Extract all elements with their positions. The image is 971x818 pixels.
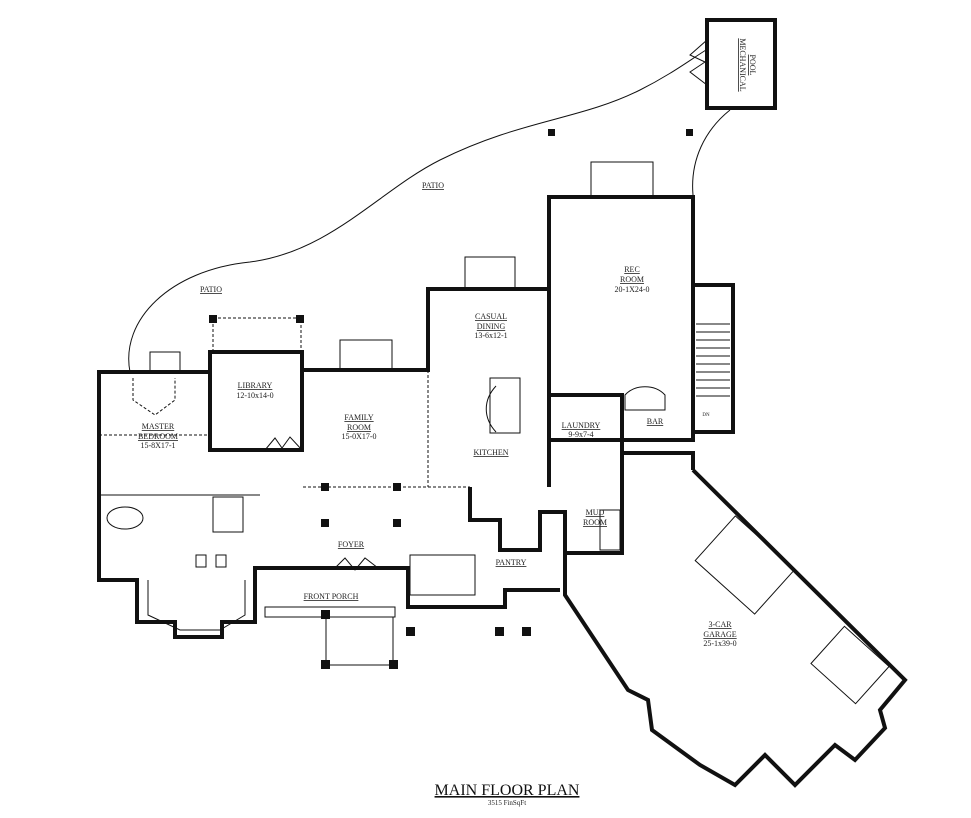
patio-upper-label: PATIO: [422, 181, 444, 190]
patio-lower-label: PATIO: [200, 285, 222, 294]
library-label: LIBRARY: [238, 381, 273, 390]
bay-window: [147, 580, 246, 631]
garage-car-bay-2: [810, 625, 890, 705]
dining-label-2: DINING: [477, 322, 506, 331]
dining-size: 13-6x12-1: [474, 331, 507, 340]
dining-label-1: CASUAL: [475, 312, 507, 321]
post: [321, 483, 329, 491]
pool-mechanical-door: [689, 39, 708, 86]
mud-label-2: ROOM: [583, 518, 607, 527]
toilet-2: [215, 554, 227, 568]
family-label-2: ROOM: [347, 423, 371, 432]
front-doors: [334, 557, 379, 571]
post: [321, 610, 330, 619]
library-size: 12-10x14-0: [236, 391, 273, 400]
foyer-label: FOYER: [338, 540, 365, 549]
rec-room-fireplace: [590, 161, 654, 198]
laundry-label: LAUNDRY: [562, 421, 601, 430]
laundry-walls: [549, 393, 624, 555]
patio-outline-right: [692, 109, 731, 196]
rec-label-2: ROOM: [620, 275, 644, 284]
basement-stair: [691, 283, 735, 434]
posts: [209, 129, 693, 669]
family-fireplace: [339, 339, 393, 371]
master-size: 15-8X17-1: [140, 441, 175, 450]
master-suite-walls: [97, 370, 303, 639]
kitchen-bar-curve: [485, 385, 497, 433]
pool-label: POOL: [748, 55, 757, 76]
post: [321, 519, 329, 527]
master-label-2: BEDROOM: [138, 432, 178, 441]
dining-window-seat: [464, 256, 516, 290]
post: [393, 483, 401, 491]
post: [495, 627, 504, 636]
library-doors: [264, 436, 303, 451]
pantry-label: PANTRY: [496, 558, 527, 567]
family-label-1: FAMILY: [344, 413, 373, 422]
master-label-1: MASTER: [142, 422, 175, 431]
pool-mechanical-walls: [705, 18, 777, 110]
library-walls: [208, 350, 304, 452]
garage-label-1: 3-CAR: [708, 620, 732, 629]
stair-treads: [696, 323, 730, 397]
mud-room-bench: [599, 509, 621, 551]
master-closet-dash: [132, 378, 176, 416]
mud-label-1: MUD: [586, 508, 605, 517]
bar-counter: [624, 386, 666, 411]
front-porch-label: FRONT PORCH: [304, 592, 359, 601]
kitchen-island: [489, 377, 521, 434]
toilet-1: [195, 554, 207, 568]
master-fireplace: [149, 351, 181, 373]
post: [389, 660, 398, 669]
library-porch: [212, 317, 302, 353]
post: [548, 129, 555, 136]
bar-label: BAR: [647, 417, 664, 426]
post: [686, 129, 693, 136]
post: [406, 627, 415, 636]
laundry-size: 9-9x7-4: [568, 430, 593, 439]
post: [522, 627, 531, 636]
rec-size: 20-1X24-0: [614, 285, 649, 294]
bathtub: [106, 506, 144, 530]
garage-label-2: GARAGE: [703, 630, 736, 639]
shower: [212, 496, 244, 533]
mechanical-label: MECHANICAL: [738, 38, 747, 91]
garage-walls: [563, 468, 908, 788]
post: [296, 315, 304, 323]
post: [393, 519, 401, 527]
post: [209, 315, 217, 323]
garage-size: 25-1x39-0: [703, 639, 736, 648]
foyer-walls: [303, 566, 560, 609]
stair-label: DN: [702, 413, 710, 418]
pantry-walls: [468, 487, 567, 560]
plan-subtitle: 3515 FinSqFt: [488, 799, 526, 807]
rec-label-1: REC: [624, 265, 640, 274]
garage-car-bay-1: [694, 515, 796, 615]
post: [321, 660, 330, 669]
patio-outline: [128, 49, 707, 373]
plan-title: MAIN FLOOR PLAN: [435, 782, 580, 799]
bar-wall: [622, 451, 695, 470]
kitchen-label: KITCHEN: [473, 448, 508, 457]
family-size: 15-0X17-0: [341, 432, 376, 441]
foyer-stair: [409, 554, 476, 596]
